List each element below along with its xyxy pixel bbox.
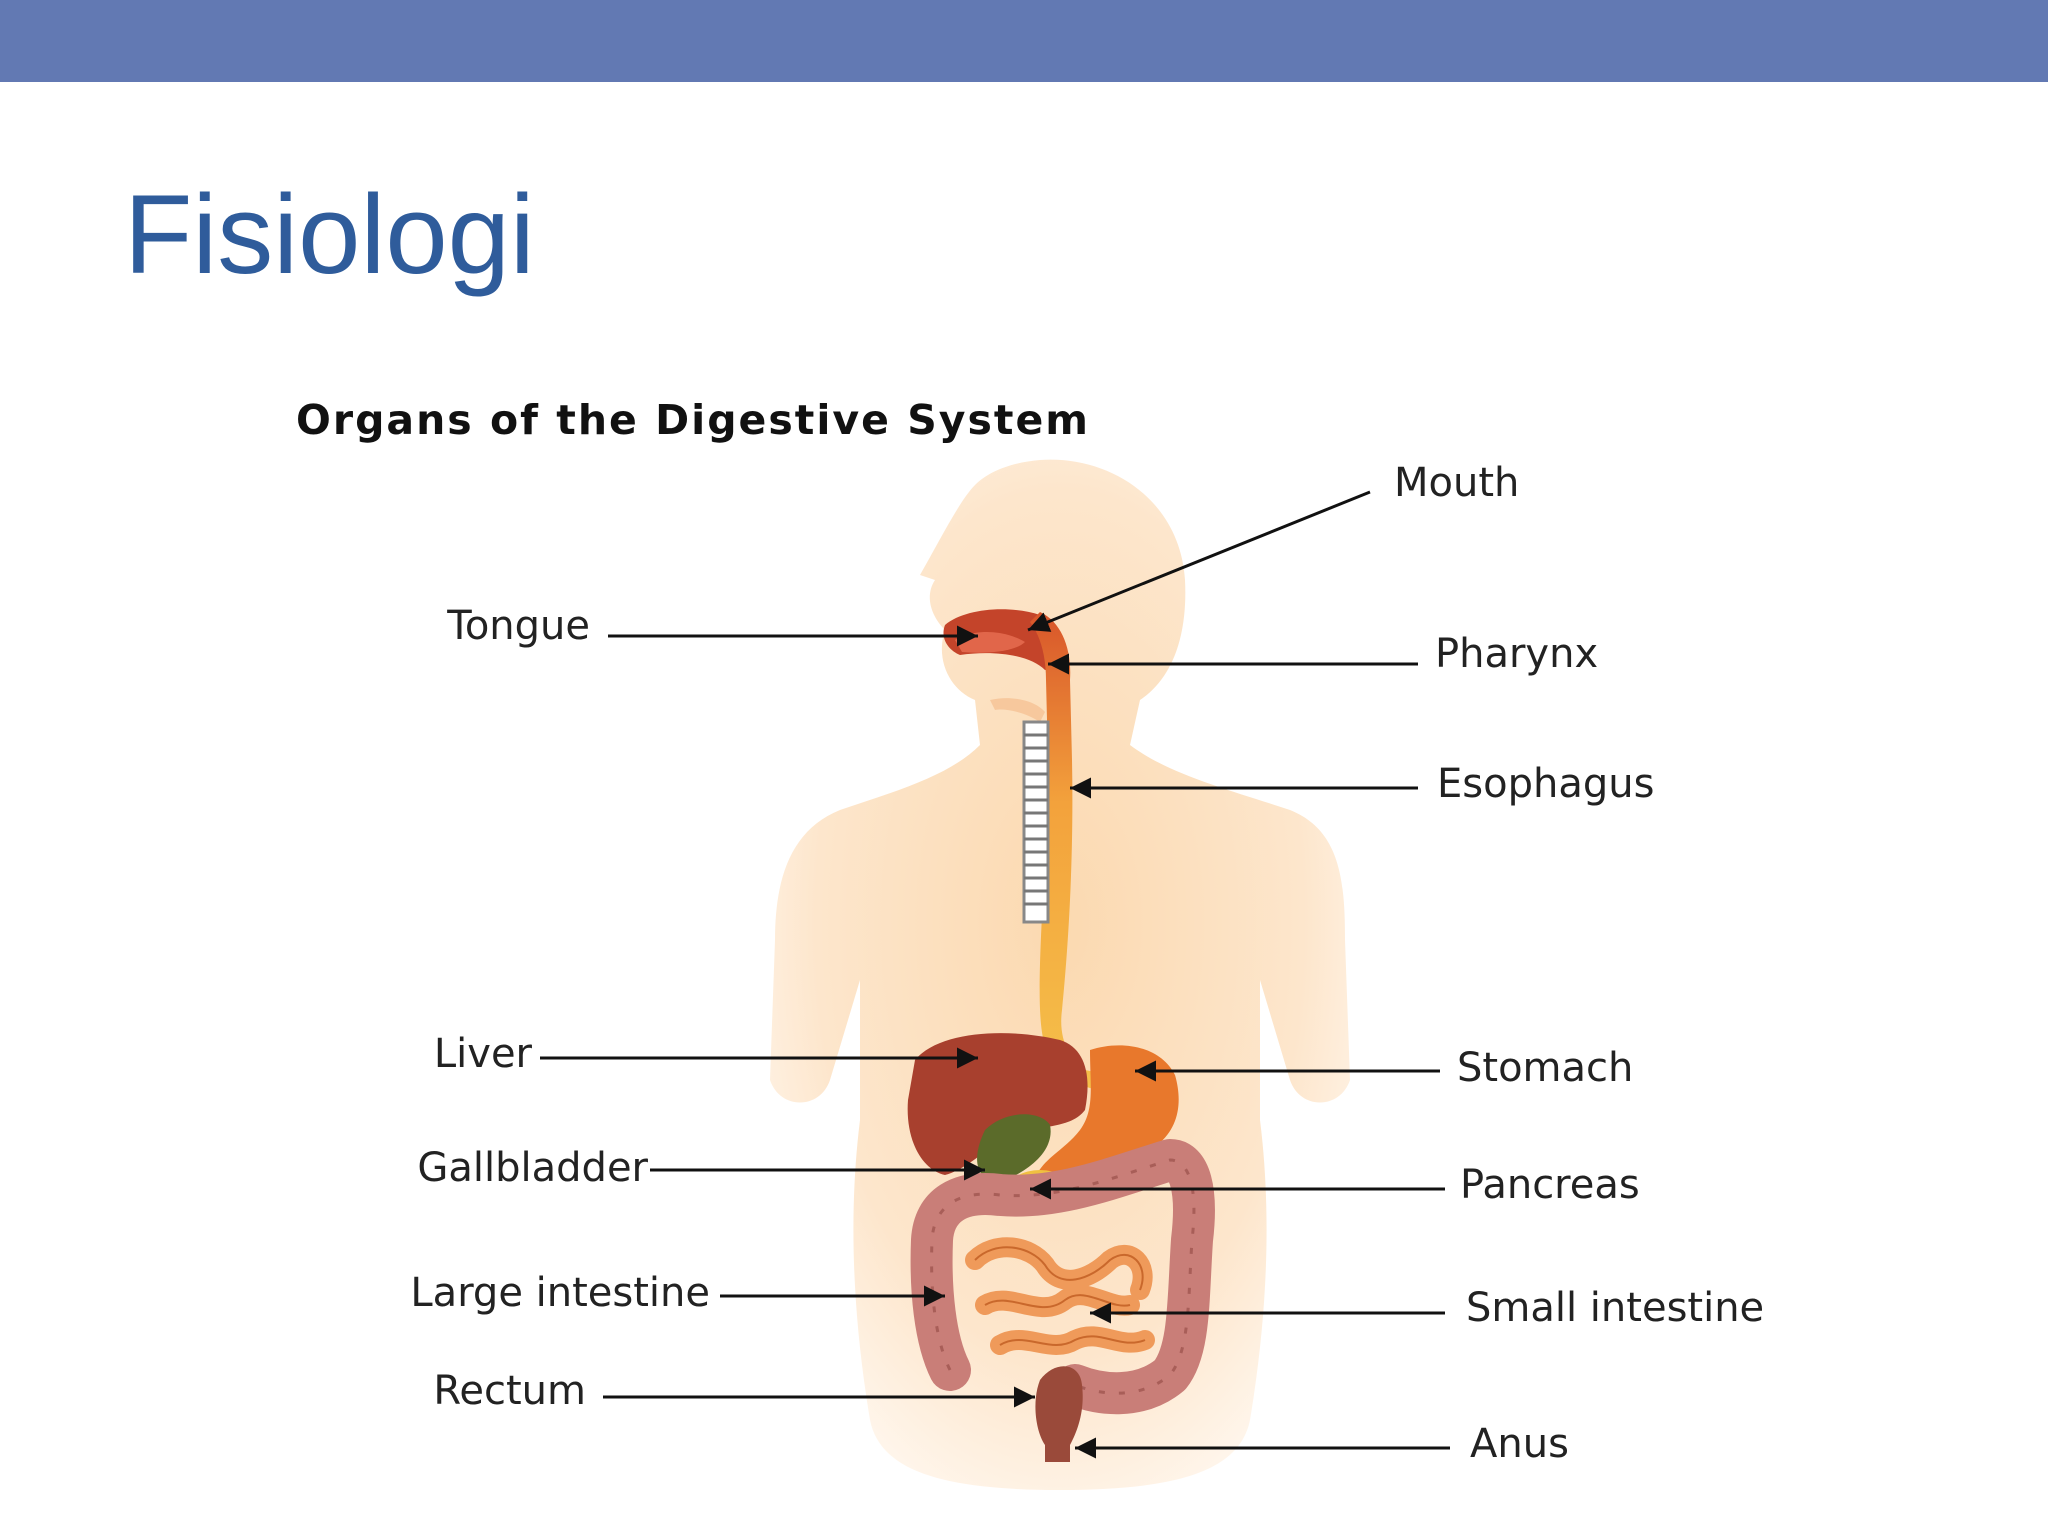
large-intestine-shape: [910, 1139, 1215, 1415]
label-anus: Anus: [1470, 1421, 1569, 1467]
label-esophagus: Esophagus: [1437, 761, 1655, 807]
trachea: [1022, 720, 1050, 924]
label-gallbladder: Gallbladder: [417, 1145, 648, 1191]
label-pharynx: Pharynx: [1435, 631, 1599, 677]
label-large-intestine: Large intestine: [410, 1270, 710, 1316]
label-tongue: Tongue: [447, 603, 590, 649]
label-pancreas: Pancreas: [1460, 1162, 1640, 1208]
gallbladder-shape: [977, 1114, 1051, 1181]
slide-title: Fisiologi: [124, 172, 535, 297]
diagram-title: Organs of the Digestive System: [296, 396, 1090, 444]
jaw-floor: [990, 698, 1045, 722]
rectum-shape: [1035, 1366, 1083, 1462]
leader-mouth: [1027, 490, 1371, 632]
esophagus-shape: [1030, 612, 1110, 1090]
label-small-intestine: Small intestine: [1466, 1285, 1765, 1331]
top-bar: [0, 0, 2048, 82]
label-liver: Liver: [433, 1031, 532, 1077]
label-rectum: Rectum: [433, 1368, 586, 1414]
label-mouth: Mouth: [1394, 460, 1520, 506]
label-stomach: Stomach: [1457, 1045, 1634, 1091]
leader-lines: [540, 490, 1450, 1459]
liver-shape: [907, 1033, 1088, 1175]
